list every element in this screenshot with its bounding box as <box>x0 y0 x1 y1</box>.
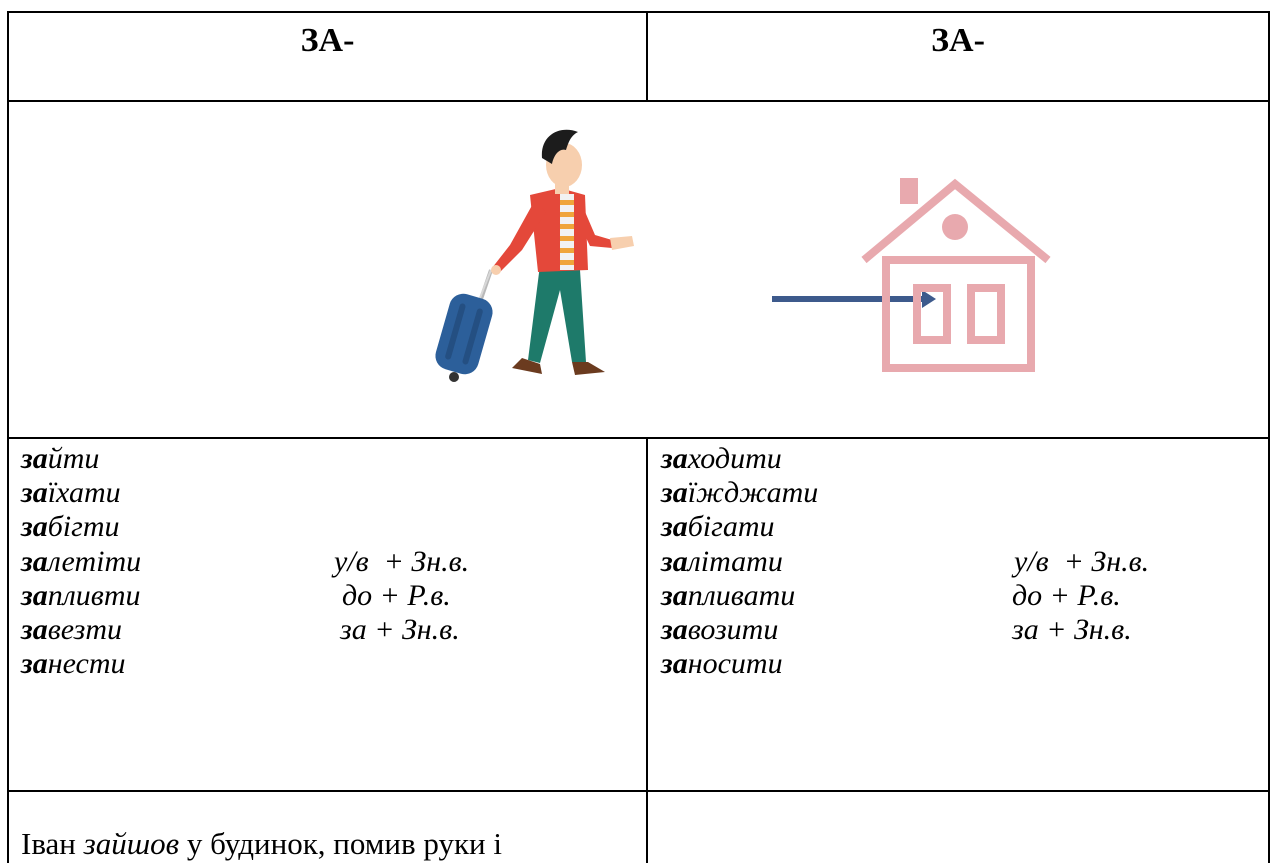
header-right: ЗА- <box>648 22 1268 60</box>
case-governance: до + Р.в. <box>1012 578 1121 612</box>
list-item: забігати <box>661 510 1261 544</box>
verb-prefix: за <box>661 510 688 544</box>
header-left-text: ЗА- <box>300 22 355 59</box>
verb-stem: нести <box>47 647 126 681</box>
table-row-divider <box>7 790 1270 792</box>
header-left: ЗА- <box>9 22 646 60</box>
verb-stem: бігати <box>687 510 775 544</box>
house-icon <box>861 178 1051 372</box>
arrow-right-icon <box>772 290 936 308</box>
verb-prefix: за <box>21 442 48 475</box>
table-border-top <box>7 11 1270 13</box>
example-sentence: Іван зайшов у будинок, помив руки і <box>21 826 502 862</box>
verb-prefix: за <box>21 476 48 510</box>
table-column-divider <box>646 437 648 863</box>
list-item: завезти за + Зн.в. <box>21 613 641 647</box>
list-item: заходити <box>661 442 1261 476</box>
list-item: зайти <box>21 442 641 476</box>
case-governance: у/в + Зн.в. <box>334 544 470 578</box>
example-verb: зайшов <box>83 826 180 861</box>
case-governance: до + Р.в. <box>342 578 451 612</box>
verb-stem: бігти <box>47 510 120 544</box>
verb-prefix: за <box>661 544 688 578</box>
list-item: заїжджати <box>661 476 1261 510</box>
list-item: залетіти у/в + Зн.в. <box>21 545 641 579</box>
list-item: залітати у/в + Зн.в. <box>661 545 1261 579</box>
traveler-icon <box>491 129 634 375</box>
verb-stem: їхати <box>47 476 121 510</box>
verb-stem: везти <box>47 612 123 646</box>
table-border-right <box>1268 11 1270 863</box>
verb-prefix: за <box>21 647 48 681</box>
header-right-text: ЗА- <box>931 22 985 59</box>
example-before: Іван <box>21 826 84 861</box>
list-item: заносити <box>661 647 1261 681</box>
list-item: заїхати <box>21 476 641 510</box>
suitcase-icon <box>435 269 493 382</box>
verb-stem: йти <box>47 442 100 475</box>
verb-prefix: за <box>661 612 688 646</box>
verb-prefix: за <box>21 612 48 646</box>
list-item: занести <box>21 647 641 681</box>
list-item: запливати до + Р.в. <box>661 579 1261 613</box>
illustration <box>435 129 1051 382</box>
table-column-divider <box>646 11 648 101</box>
table-border-left <box>7 11 9 863</box>
verb-stem: носити <box>687 647 783 681</box>
verb-prefix: за <box>661 578 688 612</box>
verb-prefix: за <box>661 647 688 681</box>
list-item: запливти до + Р.в. <box>21 579 641 613</box>
verb-prefix: за <box>21 578 48 612</box>
verb-stem: летіти <box>47 544 142 578</box>
table-row-divider <box>7 437 1270 439</box>
case-governance: за + Зн.в. <box>340 612 460 646</box>
verb-stem: пливти <box>47 578 141 612</box>
case-governance: у/в + Зн.в. <box>1014 544 1150 578</box>
list-item: забігти <box>21 510 641 544</box>
verb-stem: літати <box>687 544 783 578</box>
verb-prefix: за <box>661 476 688 510</box>
verb-stem: їжджати <box>687 476 819 510</box>
list-item: завозити за + Зн.в. <box>661 613 1261 647</box>
verb-stem: пливати <box>687 578 796 612</box>
example-after: у будинок, помив руки і <box>179 826 502 861</box>
verb-stem: возити <box>687 612 779 646</box>
case-governance: за + Зн.в. <box>1012 612 1132 646</box>
verb-prefix: за <box>661 442 688 475</box>
verb-prefix: за <box>21 510 48 544</box>
table-row-divider <box>7 100 1270 102</box>
verb-stem: ходити <box>687 442 782 475</box>
verb-prefix: за <box>21 544 48 578</box>
